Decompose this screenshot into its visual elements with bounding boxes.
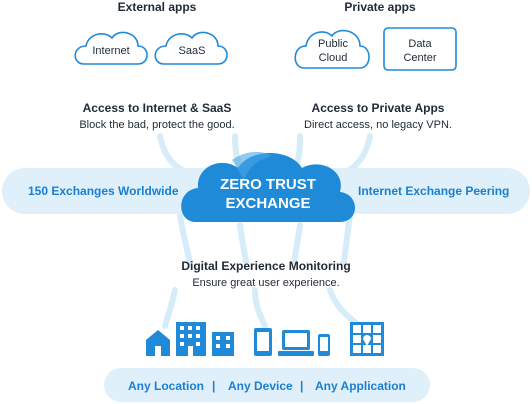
cloud-saas	[154, 31, 228, 65]
small-building-icon	[212, 332, 234, 356]
bottom-sep-2: |	[300, 379, 304, 393]
data-center-box	[383, 27, 457, 71]
cloud-label-public: Public	[318, 38, 348, 50]
zero-trust-line2: EXCHANGE	[225, 195, 311, 212]
access-internet-title: Access to Internet & SaaS	[82, 101, 232, 115]
bottom-any-location: Any Location	[128, 379, 205, 393]
band-right-label: Internet Exchange Peering	[358, 184, 510, 198]
tablet-icon	[254, 328, 272, 356]
dem-subtitle: Ensure great user experience.	[192, 277, 340, 289]
house-icon	[146, 330, 170, 356]
access-private-title: Access to Private Apps	[311, 101, 445, 115]
access-private-subtitle: Direct access, no legacy VPN.	[304, 119, 452, 131]
bottom-band	[104, 368, 430, 402]
band-left-label: 150 Exchanges Worldwide	[28, 184, 179, 198]
phone-icon	[318, 334, 330, 356]
cloud-label-cloud: Cloud	[318, 52, 348, 64]
cloud-public-cloud	[294, 29, 370, 69]
bottom-any-device: Any Device	[228, 379, 293, 393]
bottom-any-application: Any Application	[315, 379, 406, 393]
private-apps-header: Private apps	[344, 0, 416, 14]
connector-streams	[157, 133, 373, 329]
application-grid-icon	[350, 322, 384, 356]
cloud-label-saas: SaaS	[178, 45, 206, 57]
office-building-icon	[176, 322, 206, 356]
laptop-icon	[278, 330, 314, 356]
data-center-label-data: Data	[408, 38, 432, 50]
zero-trust-cloud	[181, 151, 355, 222]
dem-title: Digital Experience Monitoring	[181, 259, 351, 273]
bottom-sep-1: |	[212, 379, 216, 393]
cloud-internet	[74, 31, 148, 65]
data-center-label-center: Center	[403, 52, 437, 64]
zero-trust-line1: ZERO TRUST	[220, 176, 316, 193]
cloud-label-internet: Internet	[92, 45, 130, 57]
access-internet-subtitle: Block the bad, protect the good.	[79, 119, 235, 131]
external-apps-header: External apps	[117, 0, 197, 14]
